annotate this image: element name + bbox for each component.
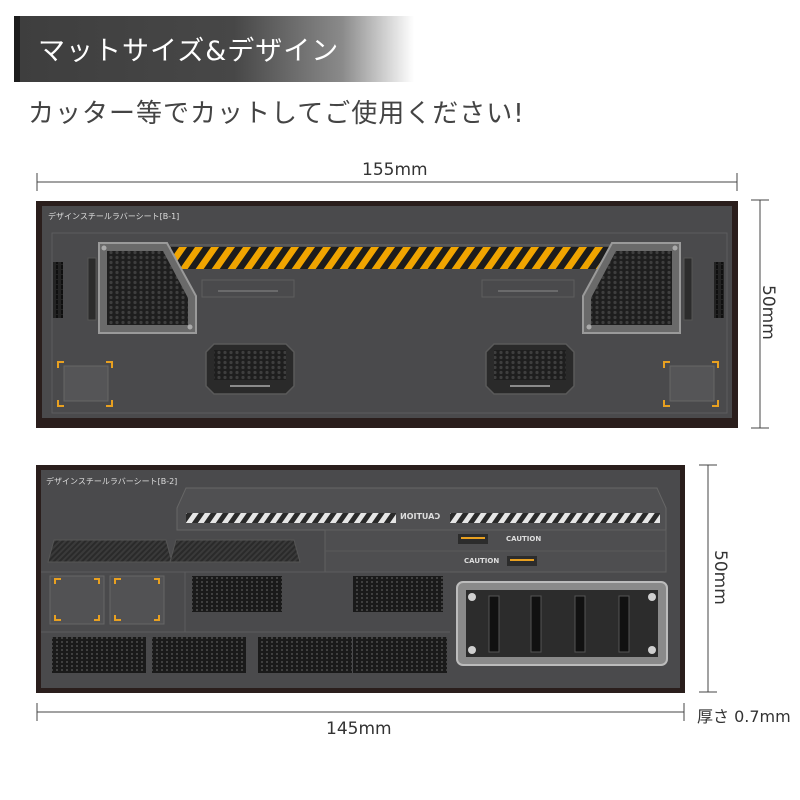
grille-panel-left	[205, 343, 295, 395]
mat2-height-label: 50mm	[710, 550, 730, 605]
mat2-caution-label-2: CAUTION	[464, 557, 500, 565]
header-title: マットサイズ&デザイン	[38, 36, 340, 67]
mat1-width-dimension	[36, 173, 738, 191]
grille-block	[258, 637, 352, 673]
mat1-width-label: 155mm	[362, 160, 428, 180]
vent-panel-right	[582, 242, 724, 334]
mat2-thickness-label: 厚さ 0.7mm	[697, 707, 791, 726]
caution-stripe-left	[186, 513, 396, 523]
bracket-marks	[201, 279, 575, 298]
mat2-width-label: 145mm	[326, 719, 392, 739]
mat2-caution-banner: CAUTION	[400, 512, 441, 521]
mat1-sheet-label: デザインスチールラバーシート[B-1]	[48, 212, 180, 221]
mechanical-panel	[456, 581, 668, 666]
mat1-height-dimension	[751, 199, 769, 429]
instruction-subtitle: カッター等でカットしてご使用ください!	[28, 99, 525, 129]
mat1-height-label: 50mm	[758, 285, 778, 340]
header-banner: マットサイズ&デザイン	[14, 16, 414, 82]
mat2	[36, 465, 685, 693]
grille-block	[353, 637, 447, 673]
orange-corner-frame-left	[57, 361, 113, 407]
grille-block	[52, 637, 146, 673]
grille-block	[353, 576, 443, 612]
mat2-width-dimension	[36, 703, 685, 721]
caution-stripe-right	[450, 513, 660, 523]
grille-panel-right	[485, 343, 575, 395]
mat1	[36, 201, 738, 428]
grille-block	[152, 637, 246, 673]
banner-accent	[14, 16, 20, 82]
orange-corner-tile-1	[49, 575, 105, 625]
grille-block	[192, 576, 282, 612]
hazard-stripe	[170, 247, 610, 269]
mat2-sheet-label: デザインスチールラバーシート[B-2]	[46, 477, 178, 486]
mat2-height-dimension	[699, 464, 717, 693]
orange-corner-tile-2	[109, 575, 165, 625]
orange-corner-frame-right	[663, 361, 719, 407]
vent-panel-left	[53, 242, 197, 334]
mat2-caution-label-1: CAUTION	[506, 535, 542, 543]
